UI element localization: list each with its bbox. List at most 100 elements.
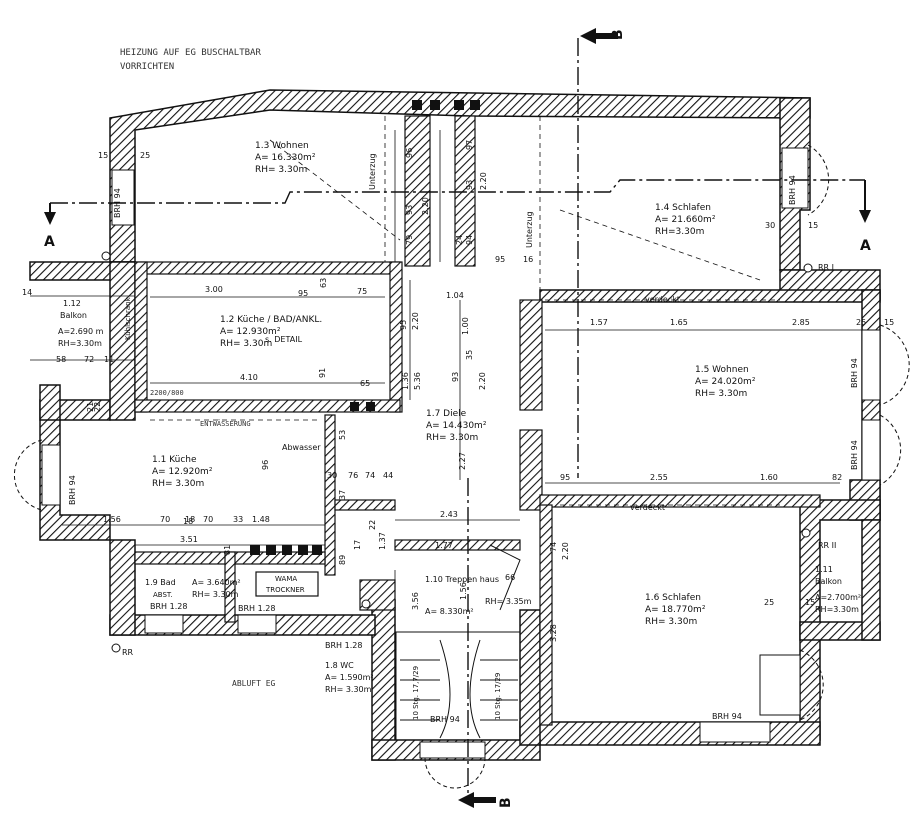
svg-text:70: 70 bbox=[203, 515, 213, 524]
svg-text:18: 18 bbox=[183, 517, 193, 526]
svg-text:17: 17 bbox=[353, 540, 362, 550]
svg-text:A= 14.430m²: A= 14.430m² bbox=[426, 421, 487, 431]
svg-text:1.57: 1.57 bbox=[590, 318, 608, 327]
room-wc-18: 1.8 WC A= 1.590m² RH= 3.30m bbox=[325, 661, 374, 694]
svg-text:Unterzug: Unterzug bbox=[525, 211, 534, 248]
svg-text:A= 24.020m²: A= 24.020m² bbox=[695, 377, 756, 387]
svg-text:2.55: 2.55 bbox=[650, 473, 668, 482]
svg-text:81: 81 bbox=[223, 545, 232, 555]
svg-text:95: 95 bbox=[399, 320, 408, 330]
svg-text:RH= 3.30m: RH= 3.30m bbox=[152, 479, 204, 489]
svg-text:verdeckt: verdeckt bbox=[645, 295, 680, 304]
svg-text:79: 79 bbox=[405, 235, 414, 245]
washer-dryer-box bbox=[255, 571, 319, 597]
svg-text:1.12: 1.12 bbox=[63, 299, 81, 308]
svg-text:3.28: 3.28 bbox=[549, 624, 558, 642]
svg-text:BRH 94: BRH 94 bbox=[712, 712, 742, 721]
svg-text:63: 63 bbox=[319, 278, 328, 288]
svg-text:95: 95 bbox=[495, 255, 505, 264]
svg-text:30: 30 bbox=[327, 471, 337, 480]
svg-text:24: 24 bbox=[455, 235, 464, 245]
svg-text:37: 37 bbox=[338, 490, 347, 500]
svg-text:verdeckt: verdeckt bbox=[630, 503, 665, 512]
svg-text:RH= 3.35m: RH= 3.35m bbox=[485, 597, 532, 606]
heating-note-line2: VORRICHTEN bbox=[120, 62, 174, 72]
svg-text:15: 15 bbox=[98, 151, 108, 160]
svg-text:82: 82 bbox=[832, 473, 842, 482]
svg-text:91: 91 bbox=[318, 368, 327, 378]
svg-text:16: 16 bbox=[523, 255, 533, 264]
window-openings bbox=[41, 147, 881, 759]
misc-labels: Unterzug Unterzug verdeckt verdeckt Abwa… bbox=[68, 153, 859, 724]
svg-text:5.36: 5.36 bbox=[413, 372, 422, 390]
room-balkon-111: 1.11 Balkon A=2.700m² RH=3.30m bbox=[815, 565, 861, 614]
svg-text:3.00: 3.00 bbox=[205, 285, 223, 294]
svg-text:1.10 Treppen haus: 1.10 Treppen haus bbox=[425, 575, 499, 584]
svg-text:30: 30 bbox=[765, 221, 775, 230]
svg-text:A= 21.660m²: A= 21.660m² bbox=[655, 215, 716, 225]
svg-text:1.3 Wohnen: 1.3 Wohnen bbox=[255, 141, 309, 151]
svg-text:2.20: 2.20 bbox=[561, 542, 570, 560]
svg-text:93: 93 bbox=[405, 205, 414, 215]
svg-text:RH= 3.30m: RH= 3.30m bbox=[255, 165, 307, 175]
svg-text:94: 94 bbox=[465, 235, 474, 245]
svg-text:95: 95 bbox=[298, 289, 308, 298]
svg-text:21: 21 bbox=[86, 402, 95, 412]
svg-text:1.11: 1.11 bbox=[815, 565, 833, 574]
room-treppenhaus-110: 1.10 Treppen haus A= 8.330m² RH= 3.35m bbox=[425, 575, 532, 616]
svg-text:15: 15 bbox=[808, 221, 818, 230]
svg-text:75: 75 bbox=[357, 287, 367, 296]
svg-text:10 Stg. 17,7/29: 10 Stg. 17,7/29 bbox=[412, 666, 420, 720]
svg-text:TROCKNER: TROCKNER bbox=[265, 586, 305, 594]
svg-text:BRH 1.28: BRH 1.28 bbox=[150, 602, 187, 611]
svg-text:A= 12.920m²: A= 12.920m² bbox=[152, 467, 213, 477]
svg-text:RR I: RR I bbox=[818, 263, 834, 272]
svg-text:11: 11 bbox=[104, 355, 114, 364]
svg-text:Kühlschrank: Kühlschrank bbox=[124, 296, 132, 340]
svg-text:3.51: 3.51 bbox=[180, 535, 198, 544]
svg-text:74: 74 bbox=[549, 542, 558, 552]
room-bad-19: 1.9 Bad A= 3.640m² RH= 3.30m bbox=[145, 578, 241, 599]
svg-text:74: 74 bbox=[365, 471, 375, 480]
svg-text:72: 72 bbox=[84, 355, 94, 364]
svg-text:96: 96 bbox=[405, 148, 414, 158]
svg-text:1.7 Diele: 1.7 Diele bbox=[426, 409, 467, 419]
svg-text:s. DETAIL: s. DETAIL bbox=[265, 335, 303, 344]
interior-walls bbox=[134, 115, 821, 726]
exhaust-note: ABLUFT EG bbox=[232, 679, 276, 688]
svg-text:1.56: 1.56 bbox=[103, 515, 121, 524]
room-balkon-112: 1.12 Balkon A=2.690 m RH=3.30m bbox=[58, 299, 104, 348]
svg-text:76: 76 bbox=[348, 471, 358, 480]
svg-text:Balkon: Balkon bbox=[815, 577, 842, 586]
svg-text:WAMA: WAMA bbox=[275, 575, 297, 583]
svg-text:1.2 Küche / BAD/ANKL.: 1.2 Küche / BAD/ANKL. bbox=[220, 315, 322, 325]
svg-text:1.48: 1.48 bbox=[252, 515, 270, 524]
section-a-right: A bbox=[860, 238, 871, 254]
svg-text:15: 15 bbox=[805, 598, 815, 607]
svg-text:66: 66 bbox=[505, 573, 515, 582]
svg-text:A= 12.930m²: A= 12.930m² bbox=[220, 327, 281, 337]
svg-text:2.43: 2.43 bbox=[440, 510, 458, 519]
svg-text:RH=3.30m: RH=3.30m bbox=[58, 339, 102, 348]
svg-text:22: 22 bbox=[93, 402, 102, 412]
svg-text:BRH 1.28: BRH 1.28 bbox=[238, 604, 275, 613]
svg-text:RH= 3.30m: RH= 3.30m bbox=[325, 685, 372, 694]
svg-text:93: 93 bbox=[465, 180, 474, 190]
svg-text:70: 70 bbox=[160, 515, 170, 524]
dimension-lines bbox=[30, 130, 862, 720]
svg-text:BRH 94: BRH 94 bbox=[850, 440, 859, 470]
svg-text:RR II: RR II bbox=[818, 541, 836, 550]
svg-text:BRH 94: BRH 94 bbox=[68, 475, 77, 505]
svg-text:RH=3.30m: RH=3.30m bbox=[815, 605, 859, 614]
svg-text:1.5 Wohnen: 1.5 Wohnen bbox=[695, 365, 749, 375]
room-schlafen-14: 1.4 Schlafen A= 21.660m² RH=3.30m bbox=[655, 203, 716, 237]
svg-text:22: 22 bbox=[368, 520, 377, 530]
svg-text:A= 18.770m²: A= 18.770m² bbox=[645, 605, 706, 615]
svg-text:95: 95 bbox=[560, 473, 570, 482]
svg-text:A= 1.590m²: A= 1.590m² bbox=[325, 673, 374, 682]
svg-text:2.20: 2.20 bbox=[421, 197, 430, 215]
heating-note-line1: HEIZUNG AUF EG BUSCHALTBAR bbox=[120, 48, 261, 58]
svg-text:BRH 94: BRH 94 bbox=[430, 715, 460, 724]
svg-text:1.9 Bad: 1.9 Bad bbox=[145, 578, 176, 587]
svg-text:1.37: 1.37 bbox=[378, 532, 387, 550]
